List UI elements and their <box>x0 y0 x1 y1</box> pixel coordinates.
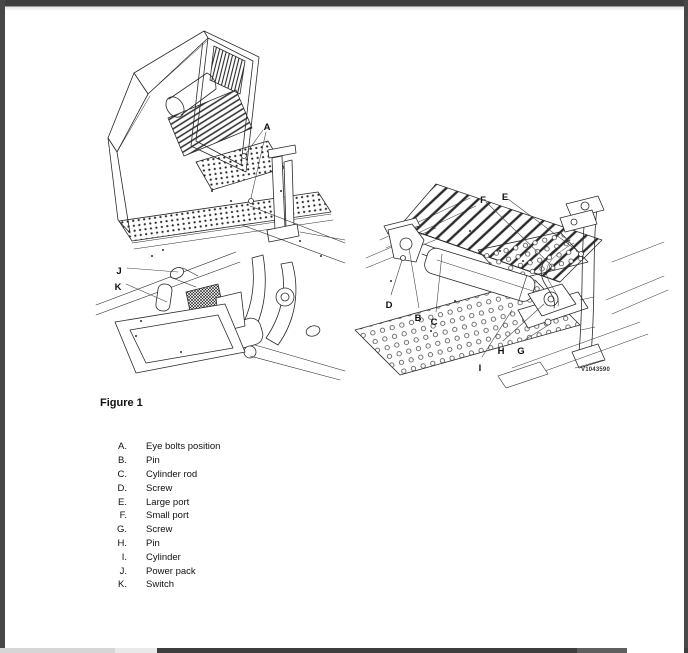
legend-item-letter: G. <box>116 524 127 536</box>
legend-item-label: Pin <box>146 455 160 467</box>
figure-legend: A. Eye bolts position B. Pin C. Cylinder ro… <box>100 440 221 592</box>
legend-item-letter: K. <box>118 579 127 591</box>
legend-item-label: Cylinder rod <box>146 468 198 480</box>
legend-item-letter: J. <box>119 565 127 577</box>
legend-item-letter: D. <box>117 482 128 494</box>
legend-item-letter: C. <box>117 468 128 480</box>
legend-item-letter: E. <box>118 496 127 508</box>
legend-item: K. Switch <box>100 578 220 592</box>
legend-item: D. Screw <box>100 481 220 495</box>
callout-d: D <box>386 300 393 311</box>
legend-item-label: Cylinder <box>146 551 181 563</box>
right-illustration: F E D B C H G I V1043590 <box>354 183 669 389</box>
legend-item-letter: I. <box>121 551 127 563</box>
callout-a: A <box>264 122 271 133</box>
legend-item-label: Screw <box>146 524 173 536</box>
legend-item-label: Power pack <box>146 565 196 577</box>
drawing-id: V1043590 <box>581 367 610 373</box>
legend-item-label: Switch <box>146 579 174 591</box>
scrollbar-track-right[interactable] <box>627 648 684 653</box>
window-right-border <box>684 0 688 648</box>
callout-g: G <box>517 346 524 357</box>
legend-item: A. Eye bolts position <box>100 440 220 454</box>
left-illustration: A J K <box>95 30 346 381</box>
legend-item: G. Screw <box>100 523 220 537</box>
callout-c: C <box>431 317 438 328</box>
window-left-border <box>0 0 5 648</box>
scrollbar-thumb-end[interactable] <box>577 648 627 653</box>
callout-b: B <box>415 313 422 324</box>
legend-item: B. Pin <box>100 454 220 468</box>
figure-illustration: A J K <box>95 30 669 389</box>
legend-item-letter: A. <box>118 441 127 453</box>
scrollbar-track-left[interactable] <box>0 648 115 653</box>
window-top-border <box>0 0 688 7</box>
scrollbar-corner <box>684 648 688 653</box>
legend-item-label: Eye bolts position <box>146 441 221 453</box>
callout-j: J <box>116 266 121 277</box>
callout-e: E <box>502 192 508 203</box>
callout-i: I <box>479 363 482 374</box>
callout-f: F <box>480 195 486 206</box>
callout-k: K <box>115 282 122 293</box>
callout-h: H <box>498 346 505 357</box>
legend-item: I. Cylinder <box>100 550 220 564</box>
legend-item-letter: B. <box>118 455 127 467</box>
legend-item-label: Small port <box>146 510 189 522</box>
legend-item: C. Cylinder rod <box>100 468 220 482</box>
legend-item: J. Power pack <box>100 564 220 578</box>
legend-item: H. Pin <box>100 537 220 551</box>
legend-item: E. Large port <box>100 495 220 509</box>
legend-item-label: Pin <box>146 537 160 549</box>
scrollbar-track-left-light[interactable] <box>115 648 157 653</box>
legend-item-letter: F. <box>119 510 127 522</box>
horizontal-scrollbar[interactable] <box>0 648 688 653</box>
legend-item-letter: H. <box>117 537 128 549</box>
legend-item-label: Screw <box>146 482 173 494</box>
scrollbar-thumb[interactable] <box>157 648 577 653</box>
figure-caption: Figure 1 <box>100 397 143 409</box>
legend-item: F. Small port <box>100 509 220 523</box>
page-top-shadow <box>5 7 684 11</box>
legend-item-label: Large port <box>146 496 190 508</box>
